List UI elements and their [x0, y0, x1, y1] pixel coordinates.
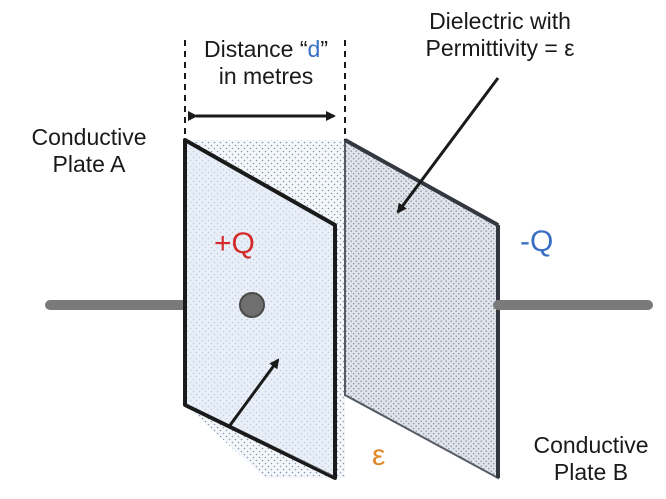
- negative-charge-label: -Q: [520, 225, 554, 258]
- dielectric-pointer-arrow: [396, 77, 500, 214]
- distance-label-line1: Distance “d”: [186, 36, 346, 63]
- plate-a-label: Conductive Plate A: [14, 124, 164, 178]
- epsilon-symbol: ε: [372, 439, 386, 472]
- plate-a-pointer-arrow: [226, 358, 280, 429]
- distance-suffix: ”: [320, 36, 328, 62]
- positive-charge-label: +Q: [214, 227, 255, 260]
- dielectric-label: Dielectric with Permittivity = ε: [400, 8, 600, 62]
- distance-prefix: Distance “: [203, 36, 308, 62]
- plate-a-contact-dot: [239, 292, 265, 318]
- plate-b-label-line1: Conductive: [533, 432, 649, 458]
- dielectric-label-line1: Dielectric with: [429, 8, 571, 34]
- plate-b-label: Conductive Plate B: [516, 432, 666, 486]
- distance-symbol: d: [307, 36, 321, 62]
- plate-b-label-line2: Plate B: [553, 459, 629, 485]
- plate-a-label-line1: Conductive: [31, 124, 147, 150]
- distance-label: Distance “d” in metres: [186, 36, 346, 90]
- dielectric-label-line2: Permittivity = ε: [425, 35, 575, 61]
- distance-label-line2: in metres: [218, 63, 314, 89]
- plate-a-label-line2: Plate A: [52, 151, 126, 177]
- conductive-plate-b: [344, 138, 499, 480]
